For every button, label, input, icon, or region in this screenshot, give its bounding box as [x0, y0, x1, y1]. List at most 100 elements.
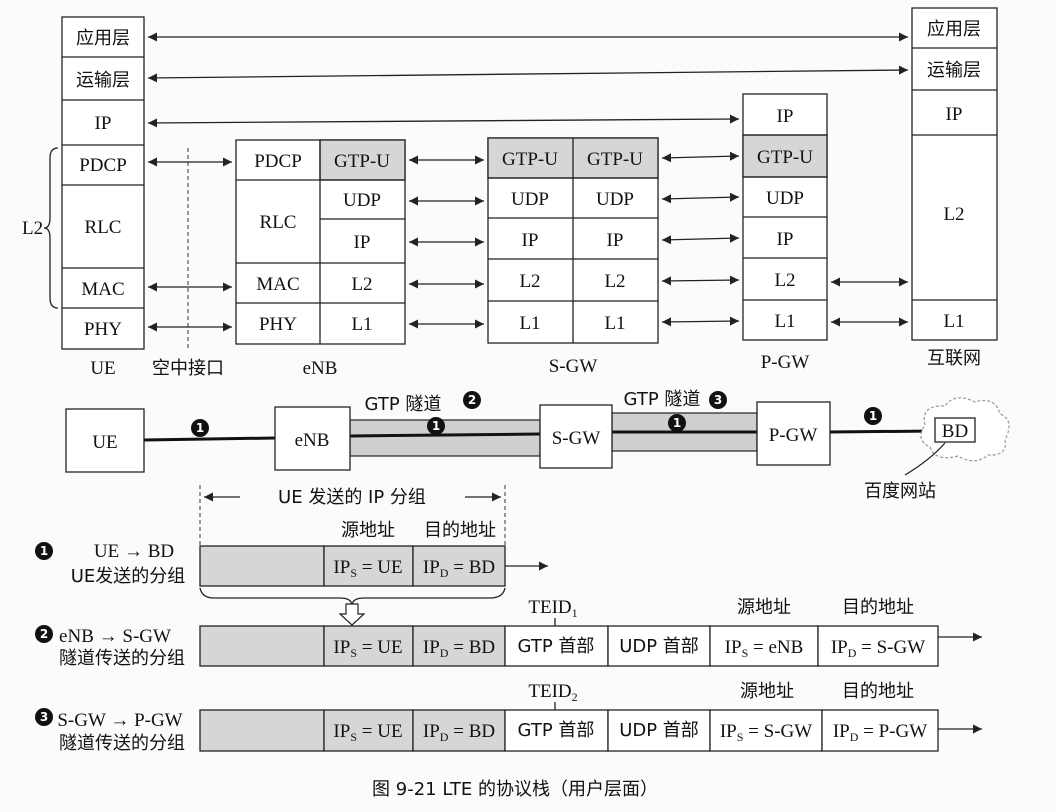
enb-l1-layer: L1: [351, 314, 372, 335]
ue-phy-layer: PHY: [84, 319, 122, 340]
enb-l2-layer: L2: [351, 274, 372, 295]
row1-title: UE → BD: [94, 541, 174, 562]
path-sgw-node: S-GW: [552, 428, 601, 449]
pgw-ip-layer: IP: [777, 229, 794, 250]
pgw-stack-label: P-GW: [761, 352, 810, 373]
sgw-l2-left: L2: [519, 271, 540, 292]
pgw-l1-layer: L1: [774, 311, 795, 332]
tunnel2-label: GTP 隧道: [365, 394, 442, 415]
pgw-l2-layer: L2: [774, 270, 795, 291]
row3-dst-header: 目的地址: [842, 681, 914, 702]
row2-title: eNB → S-GW: [59, 626, 171, 647]
figure-caption: 图 9-21 LTE 的协议栈（用户层面）: [372, 779, 658, 800]
tunnel-path: UE eNB S-GW P-GW BD 百度网站 GTP 隧道 GTP 隧道 1…: [65, 389, 1010, 502]
packet-brace: [199, 587, 506, 607]
row2-outer-ip-src: IPS = eNB: [725, 637, 804, 660]
enb-stack: PDCP GTP-U RLC UDP IP MAC L2 PHY L1 eNB: [235, 139, 406, 379]
inet-l2-layer: L2: [943, 204, 964, 225]
enb-gtpu-layer: GTP-U: [334, 151, 390, 172]
hollow-down-arrow: [338, 603, 366, 626]
pgw-stack: IP GTP-U UDP IP L2 L1 P-GW: [742, 93, 828, 373]
row2-ip-dst: IPD = BD: [423, 637, 495, 660]
marker-1-tunnel3: 1: [673, 416, 681, 430]
path-bd-node: BD: [942, 421, 968, 442]
sgw-udp-left: UDP: [511, 189, 549, 210]
ue-l2-label: L2: [22, 218, 43, 239]
row3-udp-header: UDP 首部: [619, 720, 699, 741]
ue-stack: 应用层 运输层 IP PDCP RLC MAC PHY UE L2: [22, 16, 145, 379]
ip-packet-span-label: UE 发送的 IP 分组: [278, 487, 426, 508]
sgw-l1-right: L1: [604, 313, 625, 334]
row3-subtitle: 隧道传送的分组: [59, 733, 185, 754]
tunnel3-label: GTP 隧道: [624, 389, 701, 410]
enb-stack-label: eNB: [303, 358, 338, 379]
ue-app-layer: 应用层: [76, 28, 130, 49]
row2-udp-header: UDP 首部: [619, 636, 699, 657]
air-interface-label: 空中接口: [152, 358, 224, 379]
ue-rlc-layer: RLC: [85, 217, 122, 238]
row3-outer-ip-dst: IPD = P-GW: [833, 721, 927, 744]
pgw-gtpu-layer: GTP-U: [757, 147, 813, 168]
row2-marker: 2: [40, 627, 48, 641]
row1-subtitle: UE发送的分组: [71, 566, 186, 587]
packet-formats: UE 发送的 IP 分组 源地址 目的地址 1 UE → BD UE发送的分组 …: [35, 485, 982, 754]
sgw-gtpu-left: GTP-U: [502, 149, 558, 170]
row1-dst-header: 目的地址: [424, 520, 496, 541]
row3-marker: 3: [40, 710, 48, 724]
enb-rlc-layer: RLC: [260, 212, 297, 233]
row3-src-header: 源地址: [740, 681, 794, 702]
ue-pdcp-layer: PDCP: [79, 155, 127, 176]
ue-ip-layer: IP: [95, 113, 112, 134]
row2-dst-header: 目的地址: [842, 597, 914, 618]
site-pointer: [904, 442, 946, 476]
pgw-udp-layer: UDP: [766, 188, 804, 209]
row2-subtitle: 隧道传送的分组: [59, 648, 185, 669]
sgw-l1-left: L1: [519, 313, 540, 334]
ue-mac-layer: MAC: [81, 279, 124, 300]
row3-gtp-header: GTP 首部: [518, 720, 595, 741]
marker-1-inet: 1: [869, 409, 877, 423]
row2-outer-ip-dst: IPD = S-GW: [831, 637, 925, 660]
inet-app-layer: 应用层: [927, 19, 981, 40]
pgw-ip-top: IP: [777, 106, 794, 127]
sgw-stack: GTP-U GTP-U UDP UDP IP IP L2 L2 L1 L1 S-…: [487, 137, 659, 377]
row2-ip-src: IPS = UE: [333, 637, 402, 660]
row3-outer-ip-src: IPS = S-GW: [720, 721, 812, 744]
peer-arrows: [147, 32, 909, 332]
marker-3-tunnel: 3: [714, 393, 722, 407]
row2-src-header: 源地址: [737, 597, 791, 618]
row1-marker: 1: [40, 544, 48, 558]
row3-ip-src: IPS = UE: [333, 721, 402, 744]
marker-1-tunnel2: 1: [432, 419, 440, 433]
row3-title: S-GW → P-GW: [57, 710, 182, 731]
sgw-l2-right: L2: [604, 271, 625, 292]
enb-pdcp-layer: PDCP: [254, 151, 302, 172]
row1-ip-src: IPS = UE: [333, 557, 402, 580]
row3-ip-dst: IPD = BD: [423, 721, 495, 744]
path-ue-node: UE: [92, 432, 117, 453]
row3-teid: TEID2: [528, 681, 577, 704]
inet-ip-layer: IP: [946, 104, 963, 125]
sgw-gtpu-right: GTP-U: [587, 149, 643, 170]
sgw-ip-right: IP: [607, 230, 624, 251]
gtp-tunnel-2: [349, 419, 541, 457]
sgw-stack-label: S-GW: [549, 356, 598, 377]
row1-src-header: 源地址: [341, 520, 395, 541]
inet-stack-label: 互联网: [927, 348, 981, 369]
inet-transport-layer: 运输层: [927, 60, 981, 81]
row1-ip-dst: IPD = BD: [423, 557, 495, 580]
enb-ip-layer: IP: [354, 232, 371, 253]
path-pgw-node: P-GW: [769, 425, 818, 446]
inet-l1-layer: L1: [943, 311, 964, 332]
enb-udp-layer: UDP: [343, 190, 381, 211]
ue-stack-label: UE: [90, 358, 115, 379]
l2-brace: [43, 147, 59, 309]
enb-mac-layer: MAC: [256, 274, 299, 295]
row2-teid: TEID1: [528, 597, 577, 620]
baidu-site-label: 百度网站: [864, 481, 936, 502]
sgw-udp-right: UDP: [596, 189, 634, 210]
sgw-ip-left: IP: [522, 230, 539, 251]
marker-1-ue: 1: [196, 421, 204, 435]
enb-phy-layer: PHY: [259, 314, 297, 335]
